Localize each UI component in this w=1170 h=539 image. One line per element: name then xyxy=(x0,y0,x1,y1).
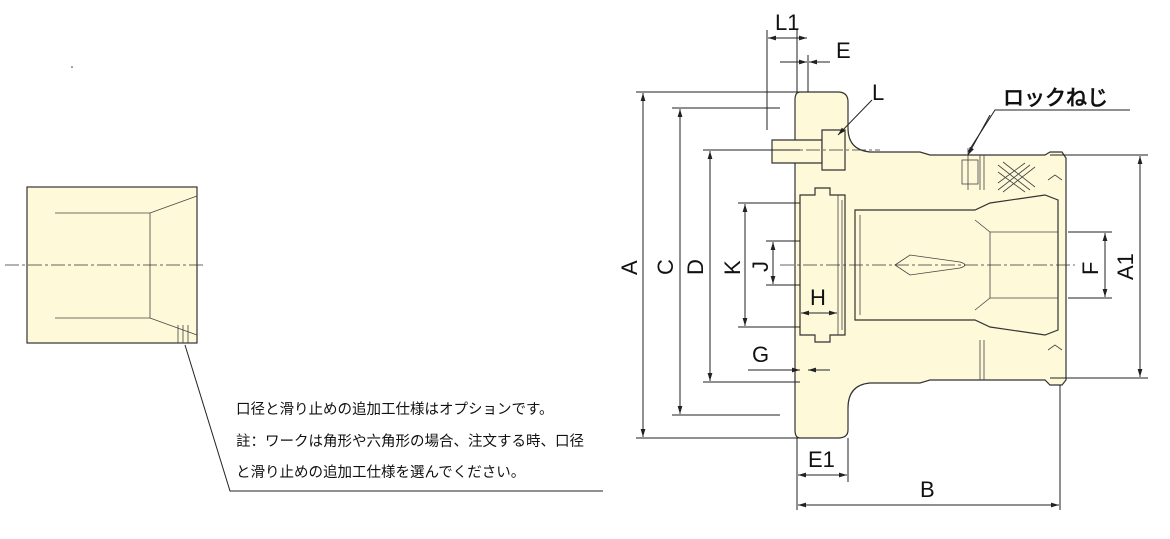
label-L1: L1 xyxy=(775,10,799,35)
label-J: J xyxy=(748,261,773,272)
label-lock-screw: ロックねじ xyxy=(1003,86,1108,110)
label-K: K xyxy=(720,260,745,275)
label-A: A xyxy=(617,260,642,275)
label-D: D xyxy=(683,259,708,275)
label-B: B xyxy=(920,477,935,502)
label-E1: E1 xyxy=(808,447,835,472)
label-G: G xyxy=(752,342,769,367)
dimensions xyxy=(636,30,1148,510)
label-A1: A1 xyxy=(1113,253,1138,280)
note-line-3: と滑り止めの追加工仕様を選んでください。 xyxy=(236,465,526,481)
label-E: E xyxy=(836,38,851,63)
jaw-detail-view xyxy=(5,66,603,492)
note-line-2: 註：ワークは角形や六角形の場合、注文する時、口径 xyxy=(236,434,584,450)
label-C: C xyxy=(653,259,678,275)
label-F: F xyxy=(1078,262,1103,275)
label-L: L xyxy=(872,80,884,105)
chuck-section xyxy=(760,91,1075,439)
label-H: H xyxy=(810,285,826,310)
note-line-1: 口径と滑り止めの追加工仕様はオプションです。 xyxy=(236,402,554,418)
